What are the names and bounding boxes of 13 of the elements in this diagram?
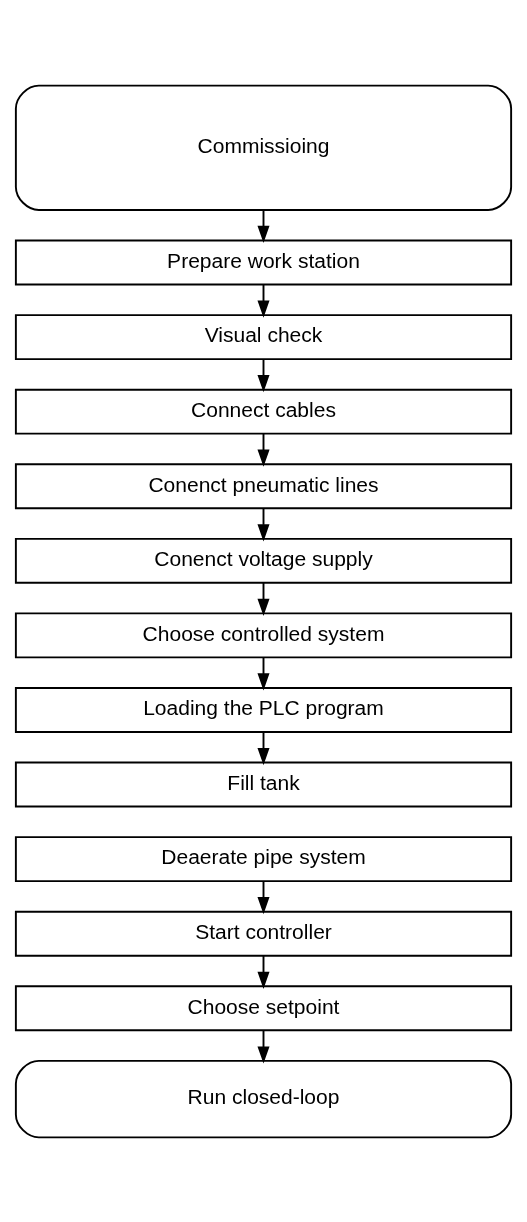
node-box: Loading the PLC program xyxy=(14,686,513,733)
node-box: Fill tank xyxy=(14,761,513,807)
node-box: Choose controlled system xyxy=(14,611,513,658)
node-box: Choose setpoint xyxy=(14,984,513,1031)
node-box: Commissioing xyxy=(14,84,513,211)
node-box: Conenct pneumatic lines xyxy=(14,462,513,509)
node-box: Connect cables xyxy=(14,388,513,435)
node-box: Conenct voltage supply xyxy=(14,537,513,584)
node-box: Run closed-loop xyxy=(14,1059,513,1138)
node-box: Prepare work station xyxy=(14,239,513,285)
node-box: Deaerate pipe system xyxy=(14,835,513,882)
node-box: Visual check xyxy=(14,313,513,360)
node-box: Start controller xyxy=(14,910,513,957)
